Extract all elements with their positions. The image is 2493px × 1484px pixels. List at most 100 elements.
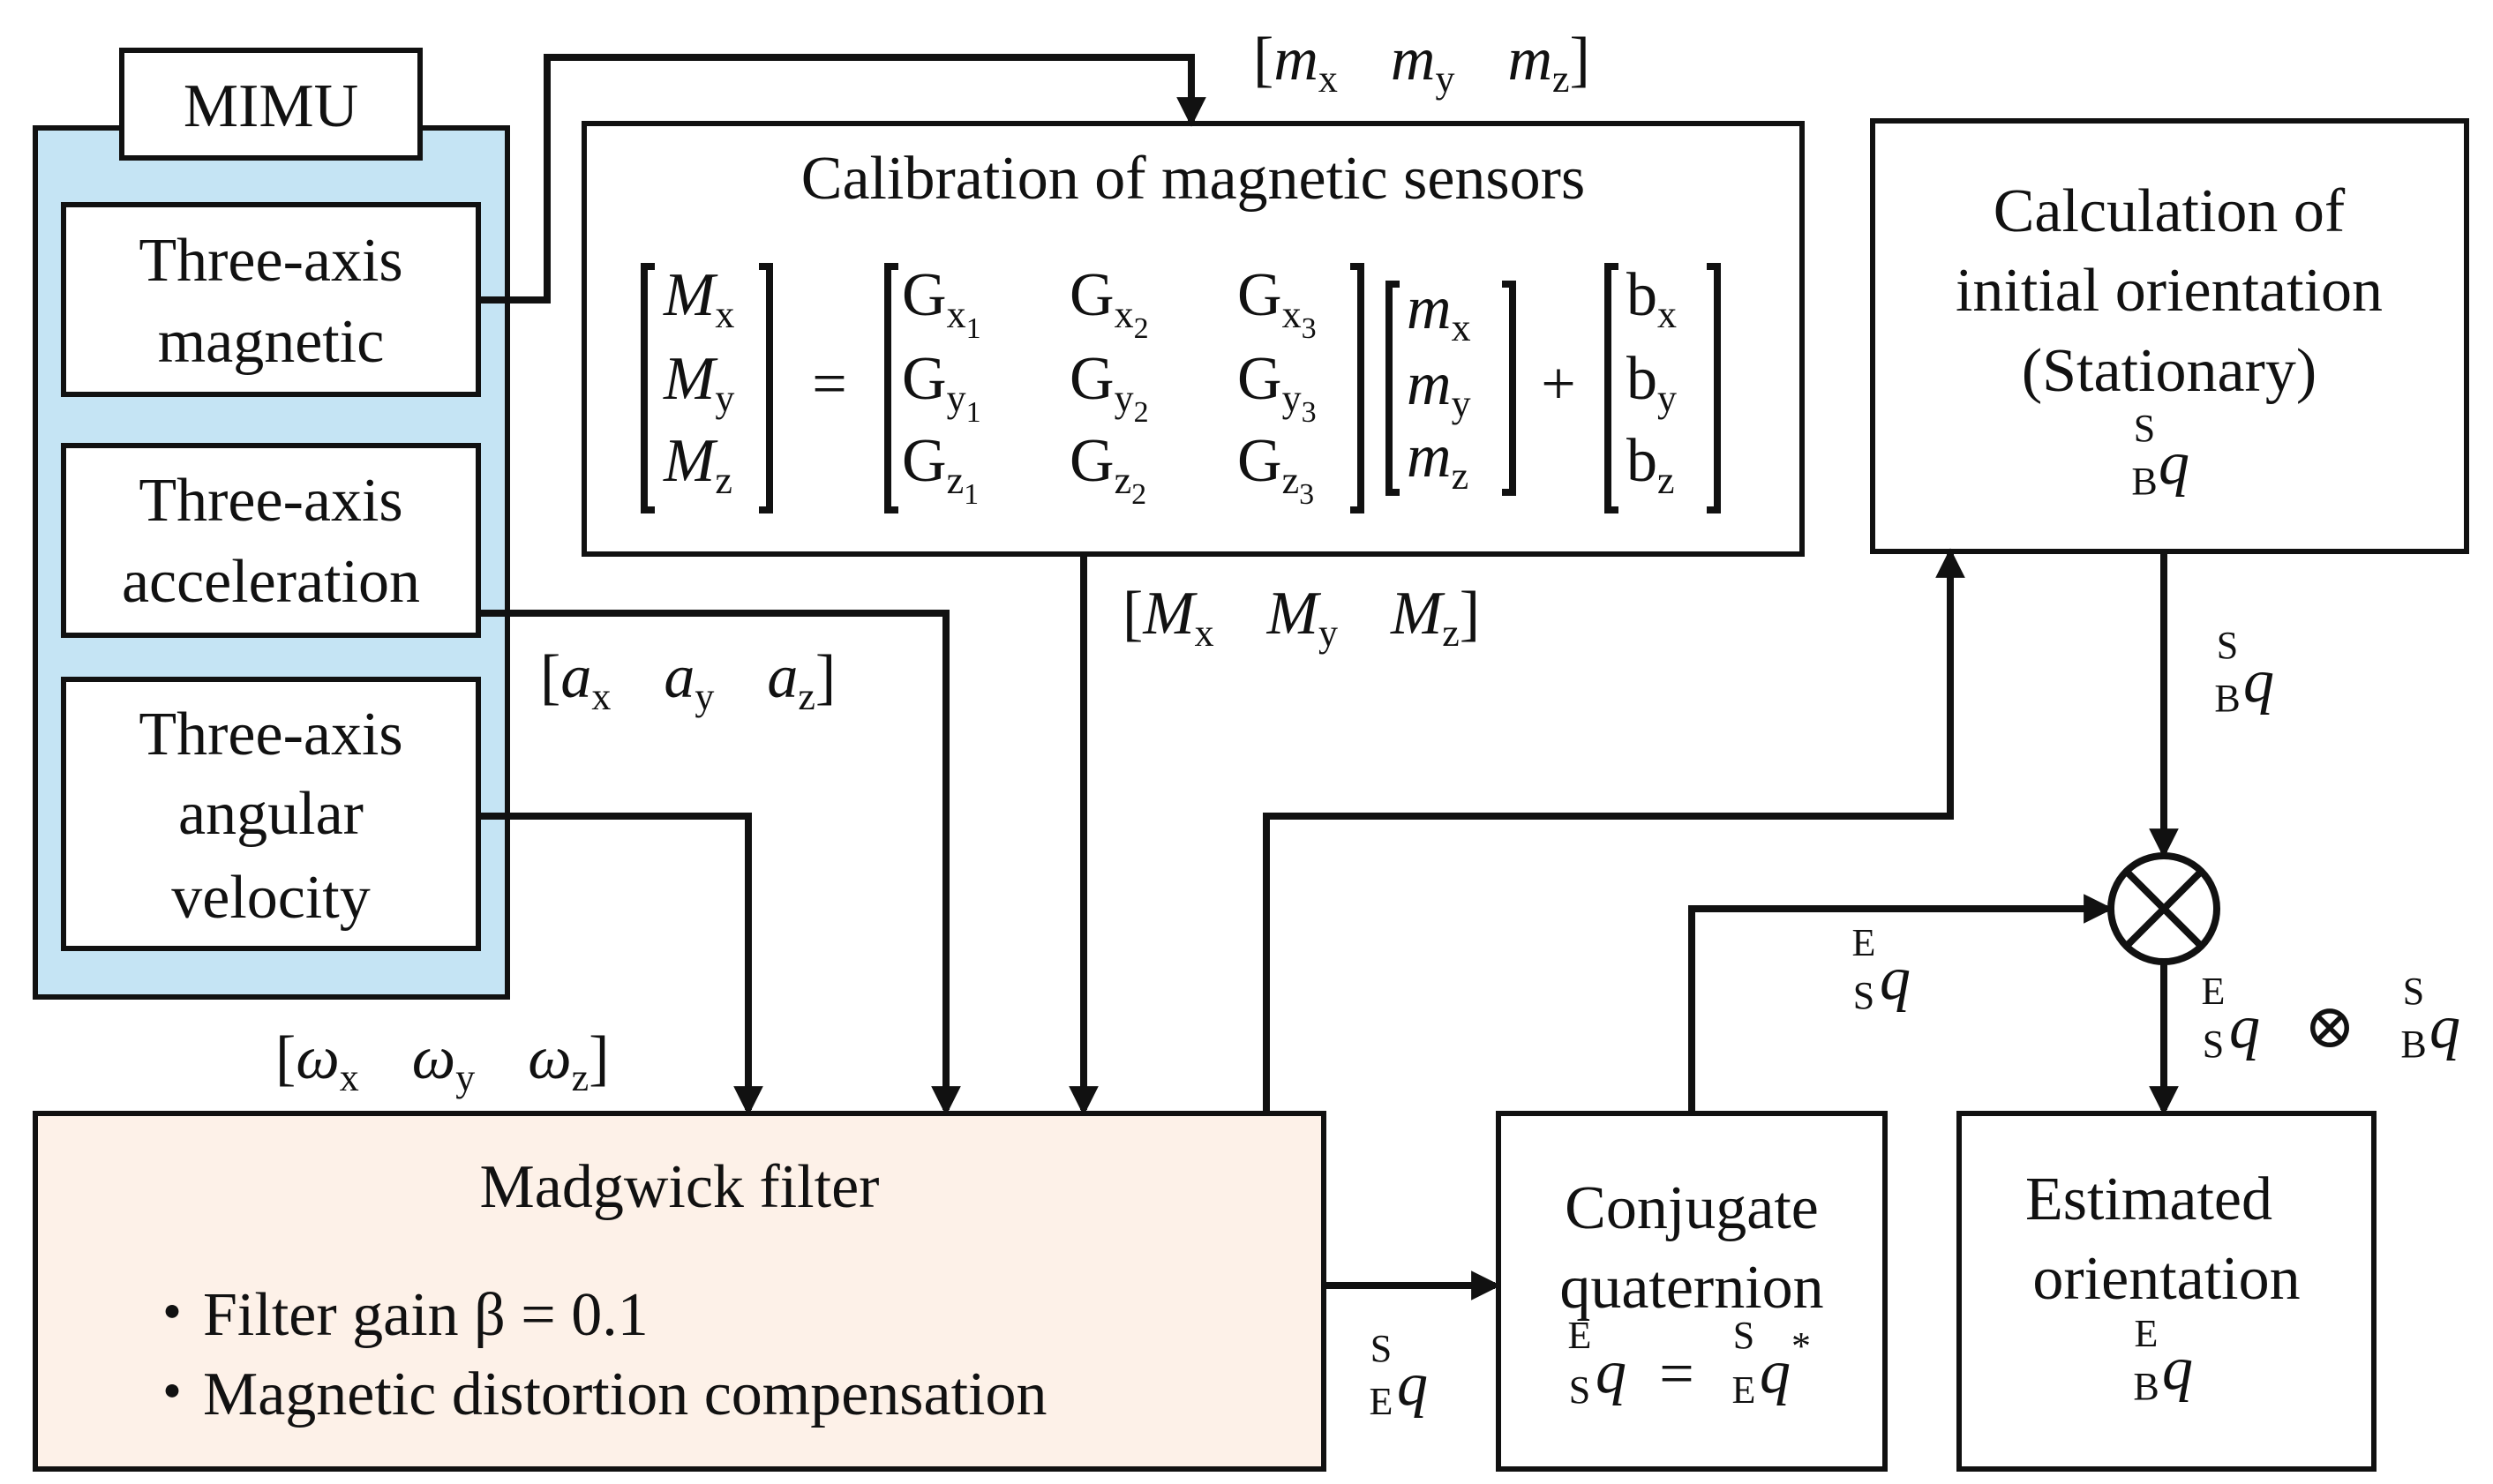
mimu-title: MIMU — [184, 72, 358, 140]
svg-text:q: q — [2159, 430, 2189, 498]
connectors — [478, 54, 2179, 1300]
g-entry-z1: Gz1 — [902, 427, 979, 511]
svg-text:q: q — [1880, 945, 1911, 1013]
svg-text:S: S — [2403, 970, 2424, 1013]
equals-sign: = — [812, 350, 846, 418]
lhs-bracket-left — [641, 263, 655, 513]
g-entry-z2: Gz2 — [1070, 427, 1146, 511]
mimu-label-box — [119, 48, 423, 161]
lhs-bracket-right — [759, 263, 773, 513]
arrow-madgwick-to-initial — [1263, 548, 1965, 1113]
madgwick-title: Madgwick filter — [480, 1153, 880, 1221]
g-entry-x1: Gx1 — [902, 261, 981, 345]
svg-text:q: q — [2243, 648, 2274, 716]
svg-text:q: q — [2429, 993, 2460, 1061]
madgwick-box — [33, 1111, 1326, 1472]
acceleration-sensor-line2: acceleration — [122, 548, 420, 616]
conjugate-title-line1: Conjugate — [1565, 1174, 1819, 1242]
svg-text:q: q — [1760, 1338, 1791, 1406]
initial-orientation-block: Calculation of initial orientation (Stat… — [1870, 118, 2469, 554]
label-product-expression: E S q ⊗ S B q — [2202, 970, 2460, 1066]
g-entry-x2: Gx2 — [1070, 261, 1149, 345]
plus-sign: + — [1541, 350, 1575, 418]
svg-text:E: E — [2202, 970, 2226, 1013]
conjugate-box — [1496, 1111, 1888, 1472]
mimu-block: MIMU Three-axis magnetic Three-axis acce… — [33, 48, 510, 1000]
svg-text:E: E — [2135, 1312, 2159, 1355]
calibration-box — [582, 121, 1805, 557]
m-vec-y: my — [1407, 350, 1471, 425]
svg-text:B: B — [2400, 1023, 2426, 1066]
svg-text:B: B — [2133, 1365, 2159, 1408]
svg-text:S: S — [1853, 974, 1874, 1017]
g-entry-z3: Gz3 — [1237, 427, 1314, 511]
angular-sensor-line1: Three-axis — [139, 701, 402, 768]
g-entry-y2: Gy2 — [1070, 345, 1149, 429]
acceleration-sensor-line1: Three-axis — [139, 467, 402, 535]
magnetic-sensor-line1: Three-axis — [139, 227, 402, 295]
acceleration-sensor-box — [61, 443, 481, 638]
initial-orientation-box — [1870, 118, 2469, 554]
svg-text:E: E — [1852, 921, 1876, 964]
svg-text:=: = — [1659, 1340, 1693, 1408]
initial-title-line2: initial orientation — [1956, 257, 2383, 325]
svg-text:E: E — [1370, 1380, 1393, 1423]
b-bracket-right — [1707, 263, 1721, 513]
lhs-mz: Mz — [663, 427, 732, 502]
initial-title-line3: (Stationary) — [2022, 337, 2317, 405]
otimes-cross-b — [2124, 869, 2204, 948]
g-entry-y3: Gy3 — [1237, 345, 1317, 429]
m-vec-z: mz — [1407, 423, 1468, 498]
svg-text:*: * — [1791, 1324, 1811, 1368]
svg-text:q: q — [2162, 1335, 2193, 1403]
arrow-conjugate-to-product — [1688, 894, 2114, 1113]
label-SEq-madgwick-out: S E q — [1370, 1327, 1428, 1423]
lhs-my: My — [663, 345, 734, 420]
angular-sensor-line3: velocity — [171, 864, 370, 932]
estimated-title-line1: Estimated — [2025, 1165, 2272, 1233]
svg-text:S: S — [2217, 624, 2238, 667]
svg-text:⊗: ⊗ — [2304, 993, 2356, 1061]
initial-title-line1: Calculation of — [1994, 177, 2346, 245]
svg-text:S: S — [1370, 1327, 1392, 1370]
angular-sensor-line2: angular — [178, 780, 364, 848]
arrow-magnetic-to-calibration — [478, 54, 1206, 304]
g-entry-x3: Gx3 — [1237, 261, 1317, 345]
estimated-q-label: E B q — [2133, 1312, 2193, 1408]
g-bracket-left — [884, 263, 898, 513]
lhs-mx: Mx — [663, 261, 734, 336]
estimated-box — [1956, 1111, 2377, 1472]
conjugate-block: Conjugate quaternion E S q = S E q * — [1496, 1111, 1888, 1472]
g-bracket-right — [1350, 263, 1364, 513]
estimated-title-line2: orientation — [2032, 1245, 2300, 1313]
magnetic-sensor-box — [61, 202, 481, 397]
b-vec-x: bx — [1626, 261, 1677, 336]
svg-text:S: S — [1569, 1368, 1590, 1412]
madgwick-bullet-compensation: ・Magnetic distortion compensation — [141, 1360, 1047, 1428]
calibration-title: Calibration of magnetic sensors — [801, 145, 1585, 213]
magnetic-sensor-line2: magnetic — [158, 308, 385, 376]
svg-text:S: S — [2134, 407, 2155, 450]
estimated-block: Estimated orientation E B q — [1956, 1111, 2377, 1472]
svg-text:B: B — [2214, 677, 2240, 720]
m-vec-x: mx — [1407, 274, 1471, 349]
quaternion-product-node — [2107, 852, 2220, 965]
svg-text:q: q — [1397, 1351, 1428, 1419]
arrow-acceleration-to-madgwick — [478, 610, 961, 1116]
conjugate-equation: E S q = S E q * — [1568, 1314, 1811, 1412]
b-vec-z: bz — [1626, 427, 1675, 502]
svg-text:S: S — [2203, 1023, 2224, 1066]
label-SBq-initial-out: S B q — [2214, 624, 2274, 720]
svg-text:q: q — [2229, 993, 2260, 1061]
svg-text:E: E — [1732, 1368, 1756, 1412]
